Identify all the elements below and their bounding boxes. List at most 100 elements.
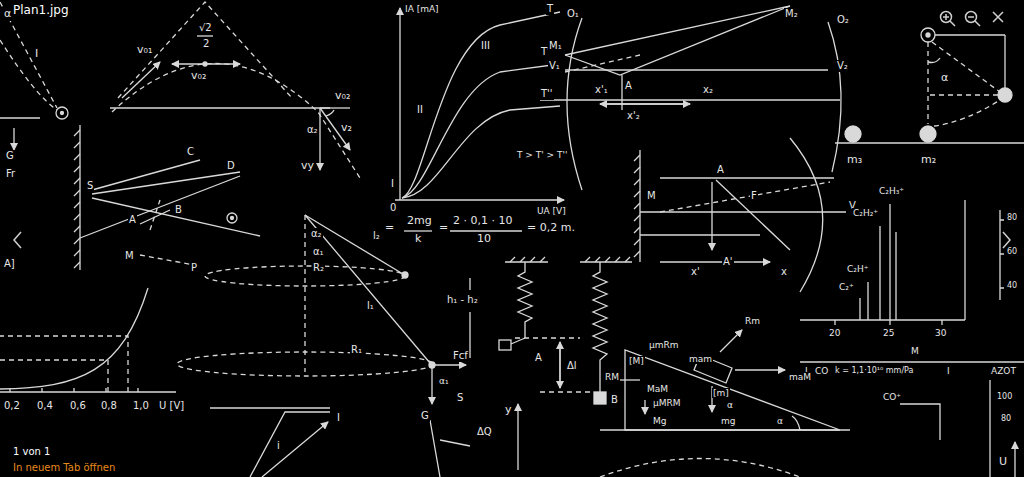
figure-label: A xyxy=(534,352,543,364)
viewer-controls xyxy=(1003,232,1010,248)
figure-label: M xyxy=(646,190,657,202)
projectile-parabola xyxy=(205,63,240,64)
figure-label: α xyxy=(3,8,12,21)
figure-label: Rm xyxy=(744,316,761,326)
figure-label: √2 xyxy=(198,22,213,34)
current-voltage-graph xyxy=(402,64,560,198)
figure-label: h₁ - h₂ xyxy=(446,294,479,306)
collision-pendulum xyxy=(998,88,1012,102)
figure-label: y xyxy=(504,404,513,417)
current-voltage-graph xyxy=(395,199,564,200)
figure-label: α xyxy=(940,72,949,85)
pendulum-sketch xyxy=(61,112,64,115)
figure-label: 60 xyxy=(1006,247,1018,256)
spring-system xyxy=(510,257,630,262)
figure-label: T xyxy=(546,3,554,15)
figure-label: x' xyxy=(690,266,701,278)
collision-pendulum xyxy=(930,94,998,95)
diode-curve xyxy=(0,360,108,392)
axes-and-vectors xyxy=(262,422,328,477)
mass-spectrum xyxy=(900,404,940,440)
ray-optics-mirror xyxy=(231,217,234,220)
lens-optics xyxy=(565,55,640,72)
current-voltage-graph xyxy=(450,230,522,231)
collision-pendulum xyxy=(835,28,1024,143)
figure-label: vy xyxy=(300,160,315,173)
figure-label: C₂H₂⁺ xyxy=(852,208,879,218)
conical-pendulum xyxy=(469,278,470,358)
figure-label: R₂ xyxy=(312,262,325,274)
collision-pendulum xyxy=(835,142,1024,143)
figure-label: S xyxy=(456,392,464,404)
spring-system xyxy=(559,342,560,388)
ray-optics-mirror xyxy=(79,125,80,270)
figure-label: A xyxy=(128,214,137,226)
collision-pendulum xyxy=(935,34,1005,35)
axes-and-vectors xyxy=(600,459,800,477)
diode-curve xyxy=(10,388,138,392)
figure-label: v₀₁ xyxy=(136,44,153,57)
figure-label: 80 xyxy=(1000,414,1012,423)
lens-optics xyxy=(565,6,790,75)
concave-mirror xyxy=(711,182,712,250)
figure-label: A xyxy=(716,164,725,176)
figure-label: 0 xyxy=(389,202,397,214)
figure-label: 10 xyxy=(476,233,492,246)
concave-mirror xyxy=(634,155,640,257)
figure-label: II xyxy=(416,104,424,116)
figure-label: R₁ xyxy=(350,344,363,356)
figure-label: 100 xyxy=(996,392,1013,401)
axes-and-vectors xyxy=(517,404,518,470)
figure-label: RM xyxy=(604,372,620,382)
figure-label: x₂ xyxy=(702,84,714,96)
figure-label: U [V] xyxy=(158,400,185,412)
collision-pendulum xyxy=(934,100,1000,126)
viewer-controls xyxy=(14,12,1010,249)
figure-label: CO xyxy=(814,366,829,376)
figure-label: 80 xyxy=(1006,213,1018,222)
figure-label: P xyxy=(190,262,198,274)
diode-curve xyxy=(0,288,176,392)
figure-label: 40 xyxy=(1006,281,1018,290)
collision-pendulum xyxy=(927,42,928,124)
projectile-parabola xyxy=(326,110,334,116)
figure-label: 20 xyxy=(828,328,841,338)
figure-label: α₂ xyxy=(310,228,323,240)
concave-mirror xyxy=(634,138,846,292)
lens-optics xyxy=(621,75,622,110)
figure-label: α₂ xyxy=(306,124,319,136)
viewer-controls xyxy=(943,14,955,26)
spring-system xyxy=(559,342,560,388)
concave-mirror xyxy=(640,234,760,235)
mass-spectrum xyxy=(800,319,965,320)
mass-spectrum xyxy=(964,200,965,320)
collision-pendulum xyxy=(1004,35,1005,88)
ray-optics-mirror xyxy=(150,200,160,230)
figure-label: ΔQ xyxy=(476,426,493,438)
projectile-parabola xyxy=(319,108,320,170)
figure-label: α₁ xyxy=(438,376,450,386)
mass-spectrum xyxy=(800,361,1024,362)
axes-and-vectors xyxy=(250,412,330,477)
conical-pendulum xyxy=(402,272,408,278)
mass-spectrum xyxy=(800,200,1024,477)
figure-label: IA [mA] xyxy=(404,4,440,14)
figure-label: F xyxy=(750,190,758,202)
collision-pendulum xyxy=(845,126,861,142)
spring-system xyxy=(511,338,525,344)
projectile-parabola xyxy=(172,63,205,64)
figure-label: v₂ xyxy=(340,122,353,135)
inclined-plane xyxy=(625,350,840,430)
viewer-controls xyxy=(14,232,21,248)
figure-label: maM xyxy=(788,372,812,382)
projectile-parabola xyxy=(203,62,207,66)
collision-pendulum xyxy=(932,42,1000,92)
figure-label: I xyxy=(336,412,341,424)
figure-label: = xyxy=(384,222,395,235)
spring-system xyxy=(594,392,606,404)
mass-spectrum xyxy=(1000,210,1004,300)
figure-label: l₂ xyxy=(372,230,381,242)
figure-label: I xyxy=(390,178,395,190)
